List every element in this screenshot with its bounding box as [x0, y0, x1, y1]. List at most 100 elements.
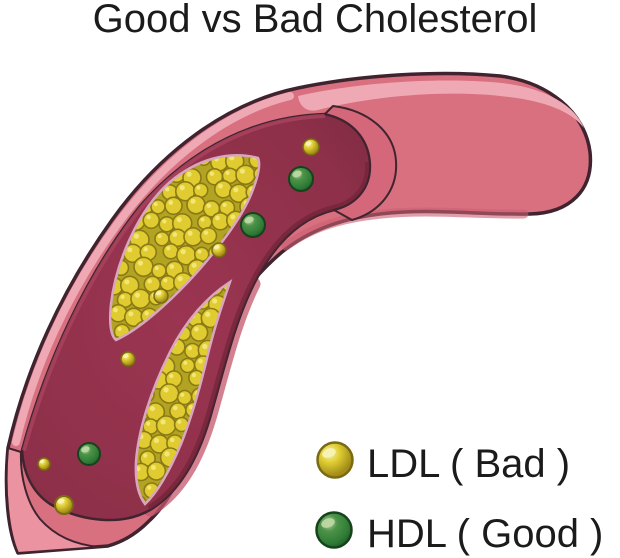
plaque-ball-gloss — [231, 485, 235, 489]
plaque-ball-gloss — [193, 326, 199, 332]
plaque-ball-gloss — [230, 214, 236, 220]
plaque-ball-gloss — [206, 203, 212, 208]
plaque-ball — [158, 383, 180, 404]
plaque-ball-gloss — [157, 234, 162, 239]
plaque-ball-gloss — [209, 171, 215, 176]
plaque-ball — [217, 464, 230, 480]
plaque-ball — [220, 432, 230, 448]
plaque-ball — [235, 164, 256, 186]
ldl-sphere-icon — [316, 441, 354, 479]
artery-opening-rim — [5, 446, 101, 555]
plaque-ball-gloss — [218, 183, 223, 189]
hdl-particle — [240, 212, 266, 238]
plaque-ball-gloss — [118, 171, 123, 177]
plaque-ball-gloss — [258, 297, 260, 302]
plaque-ball — [199, 462, 221, 484]
plaque-ball-gloss — [128, 311, 134, 317]
plaque-ball-gloss — [127, 247, 133, 253]
plaque-ball-gloss — [144, 310, 149, 316]
plaque-ball — [179, 357, 196, 374]
artery-edge-highlight — [12, 92, 294, 446]
plaque-ball — [169, 402, 187, 420]
plaque-ball-gloss — [134, 292, 141, 298]
plaque-ball-gloss — [208, 498, 214, 504]
plaque-ball — [110, 155, 122, 168]
ldl-particle-gloss — [213, 245, 220, 250]
plaque-ball-gloss — [197, 358, 203, 364]
plaque-ball-gloss — [146, 214, 151, 220]
ldl-particle — [120, 351, 136, 367]
legend-row-hdl: HDL ( Good ) — [315, 511, 603, 556]
plaque-ball-gloss — [110, 155, 112, 158]
plaque-ball-gloss — [190, 198, 196, 204]
plaque-ball — [133, 256, 154, 278]
hdl-particle — [77, 442, 101, 466]
ldl-particle — [153, 288, 169, 304]
lumen-particles — [37, 138, 320, 515]
plaque-ball — [162, 242, 180, 260]
plaque-ball-gloss — [215, 480, 221, 486]
plaque-ball-gloss — [120, 294, 125, 300]
plaque-ball — [247, 306, 260, 325]
plaque-ball-gloss — [117, 326, 122, 332]
plaque-ball-gloss — [124, 279, 130, 285]
plaque-ball — [244, 338, 260, 340]
plaque-ball — [186, 194, 206, 215]
legend: LDL ( Bad ) HDL ( Good ) — [315, 441, 603, 556]
plaque-ball-gloss — [239, 168, 246, 174]
plaque-ball — [155, 415, 177, 436]
plaque-upper-border — [108, 154, 261, 342]
plaque-ball — [203, 494, 225, 504]
plaque-ball-gloss — [251, 309, 256, 315]
plaque-ball-gloss — [248, 342, 252, 346]
page-title: Good vs Bad Cholesterol — [93, 0, 538, 41]
plaque-ball-gloss — [183, 360, 188, 365]
plaque-ball-gloss — [143, 453, 148, 458]
plaque-ball-gloss — [234, 453, 238, 457]
plaque-ball-gloss — [145, 155, 150, 161]
plaque-ball — [124, 155, 145, 173]
plaque-ball-gloss — [177, 419, 182, 424]
plaque-ball-gloss — [187, 346, 193, 351]
plaque-ball-gloss — [186, 171, 192, 177]
plaque-ball-gloss — [225, 170, 230, 176]
plaque-ball — [199, 226, 218, 245]
plaque-ball — [183, 226, 203, 247]
ldl-particle-gloss — [39, 459, 45, 464]
hdl-sphere-icon — [315, 511, 353, 549]
plaque-ball-gloss — [162, 219, 167, 224]
plaque-ball-gloss — [188, 405, 194, 410]
hdl-particle-gloss — [81, 446, 90, 453]
plaque-ball — [130, 288, 151, 310]
plaque-ball-gloss — [149, 406, 155, 412]
plaque-ball — [110, 335, 125, 340]
plaque-ball-gloss — [180, 392, 185, 397]
plaque-ball-gloss — [200, 217, 205, 222]
plaque-ball-gloss — [160, 419, 166, 425]
plaque-ball — [183, 497, 200, 504]
plaque-ball — [189, 323, 209, 342]
plaque-ball — [255, 293, 260, 310]
plaque-ball — [110, 180, 126, 200]
artery-illustration — [4, 71, 593, 555]
ldl-particle — [211, 242, 227, 258]
plaque-ball-gloss — [176, 216, 182, 223]
plaque-ball-gloss — [221, 467, 226, 472]
plaque-ball-gloss — [224, 435, 229, 440]
plaque-ball-gloss — [133, 233, 140, 239]
artery-bottom-shade — [281, 207, 529, 251]
ldl-particle-gloss — [122, 354, 129, 359]
legend-label-ldl: LDL ( Bad ) — [367, 442, 570, 486]
plaque-ball-gloss — [132, 169, 139, 175]
plaque-ball-gloss — [163, 387, 169, 393]
plaque-ball — [164, 196, 183, 216]
plaque-ball-gloss — [191, 373, 197, 378]
ldl-sphere-gloss — [322, 448, 336, 458]
plaque-ball-gloss — [196, 185, 201, 190]
plaque-ball-gloss — [187, 230, 193, 236]
plaque-ball-gloss — [168, 200, 174, 205]
plaque-ball-gloss — [215, 215, 220, 221]
plaque-ball-gloss — [170, 437, 175, 443]
